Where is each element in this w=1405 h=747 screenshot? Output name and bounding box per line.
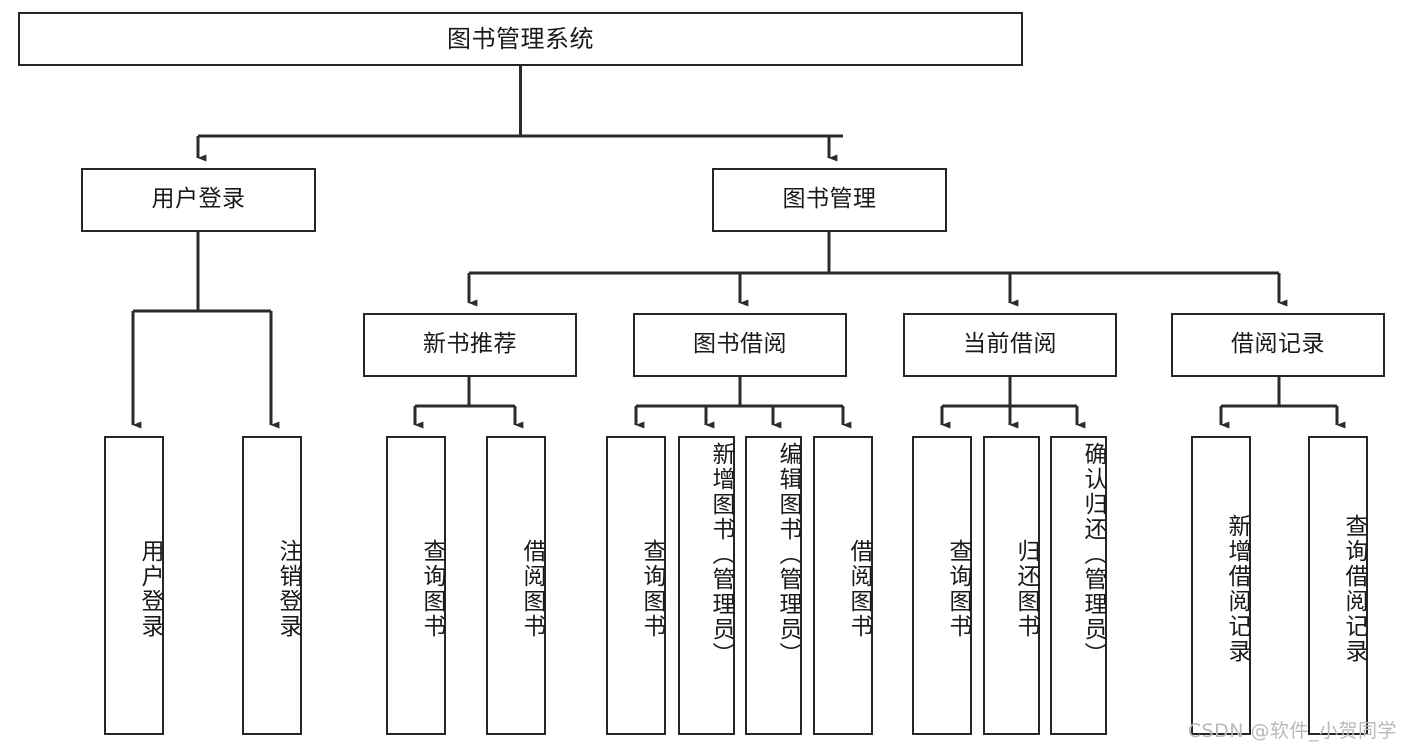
node-leaf-borrow-book[interactable]: 借阅图书 bbox=[813, 436, 873, 735]
edge-user-login-to-leaves bbox=[131, 232, 280, 429]
node-leaf-add-book-label: 新增图书（管理员） bbox=[708, 442, 734, 667]
node-leaf-query-book-recommend-label: 查询图书 bbox=[419, 538, 445, 639]
node-leaf-user-login[interactable]: 用户登录 bbox=[104, 436, 164, 735]
node-borrow-record[interactable]: 借阅记录 bbox=[1171, 313, 1385, 377]
node-current-borrow[interactable]: 当前借阅 bbox=[903, 313, 1117, 377]
node-borrow-record-label: 借阅记录 bbox=[1231, 331, 1325, 358]
node-current-borrow-label: 当前借阅 bbox=[963, 331, 1057, 358]
node-user-login[interactable]: 用户登录 bbox=[81, 168, 316, 232]
node-root-label: 图书管理系统 bbox=[447, 24, 594, 53]
edge-new-book-recommend-to-leaves bbox=[413, 377, 524, 429]
node-root-book-management-system[interactable]: 图书管理系统 bbox=[18, 12, 1023, 66]
node-leaf-query-book-recommend[interactable]: 查询图书 bbox=[386, 436, 446, 735]
node-leaf-edit-book-label: 编辑图书（管理员） bbox=[775, 442, 801, 667]
node-book-manage-label: 图书管理 bbox=[782, 186, 877, 213]
node-leaf-borrow-book-recommend-label: 借阅图书 bbox=[519, 538, 545, 639]
node-leaf-add-book[interactable]: 新增图书（管理员） bbox=[678, 436, 735, 735]
node-book-borrow[interactable]: 图书借阅 bbox=[633, 313, 847, 377]
node-leaf-query-book-borrow-label: 查询图书 bbox=[639, 538, 665, 639]
node-leaf-query-borrow-record[interactable]: 查询借阅记录 bbox=[1308, 436, 1368, 735]
node-leaf-edit-book[interactable]: 编辑图书（管理员） bbox=[745, 436, 802, 735]
node-leaf-confirm-return-label: 确认归还（管理员） bbox=[1080, 442, 1106, 667]
edge-root-to-level2 bbox=[196, 66, 843, 162]
node-leaf-return-book[interactable]: 归还图书 bbox=[983, 436, 1040, 735]
edge-book-manage-to-level3 bbox=[467, 232, 1288, 307]
node-user-login-label: 用户登录 bbox=[151, 186, 246, 213]
node-leaf-logout-login-label: 注销登录 bbox=[275, 538, 301, 639]
edge-book-borrow-to-leaves bbox=[634, 377, 852, 429]
node-leaf-query-borrow-record-label: 查询借阅记录 bbox=[1341, 513, 1367, 664]
node-leaf-query-book-current[interactable]: 查询图书 bbox=[912, 436, 972, 735]
node-leaf-query-book-current-label: 查询图书 bbox=[945, 538, 971, 639]
node-book-manage[interactable]: 图书管理 bbox=[712, 168, 947, 232]
node-leaf-add-borrow-record-label: 新增借阅记录 bbox=[1224, 513, 1250, 664]
node-leaf-borrow-book-label: 借阅图书 bbox=[846, 538, 872, 639]
node-leaf-user-login-label: 用户登录 bbox=[137, 538, 163, 639]
edge-borrow-record-to-leaves bbox=[1219, 377, 1346, 429]
node-leaf-confirm-return[interactable]: 确认归还（管理员） bbox=[1050, 436, 1107, 735]
node-leaf-query-book-borrow[interactable]: 查询图书 bbox=[606, 436, 666, 735]
node-leaf-return-book-label: 归还图书 bbox=[1013, 538, 1039, 639]
node-new-book-recommend[interactable]: 新书推荐 bbox=[363, 313, 577, 377]
node-book-borrow-label: 图书借阅 bbox=[693, 331, 787, 358]
edge-current-borrow-to-leaves bbox=[940, 377, 1086, 429]
node-leaf-logout-login[interactable]: 注销登录 bbox=[242, 436, 302, 735]
node-new-book-recommend-label: 新书推荐 bbox=[423, 331, 517, 358]
csdn-watermark: CSDN @软件_小贺同学 bbox=[1187, 720, 1397, 742]
node-leaf-borrow-book-recommend[interactable]: 借阅图书 bbox=[486, 436, 546, 735]
node-leaf-add-borrow-record[interactable]: 新增借阅记录 bbox=[1191, 436, 1251, 735]
